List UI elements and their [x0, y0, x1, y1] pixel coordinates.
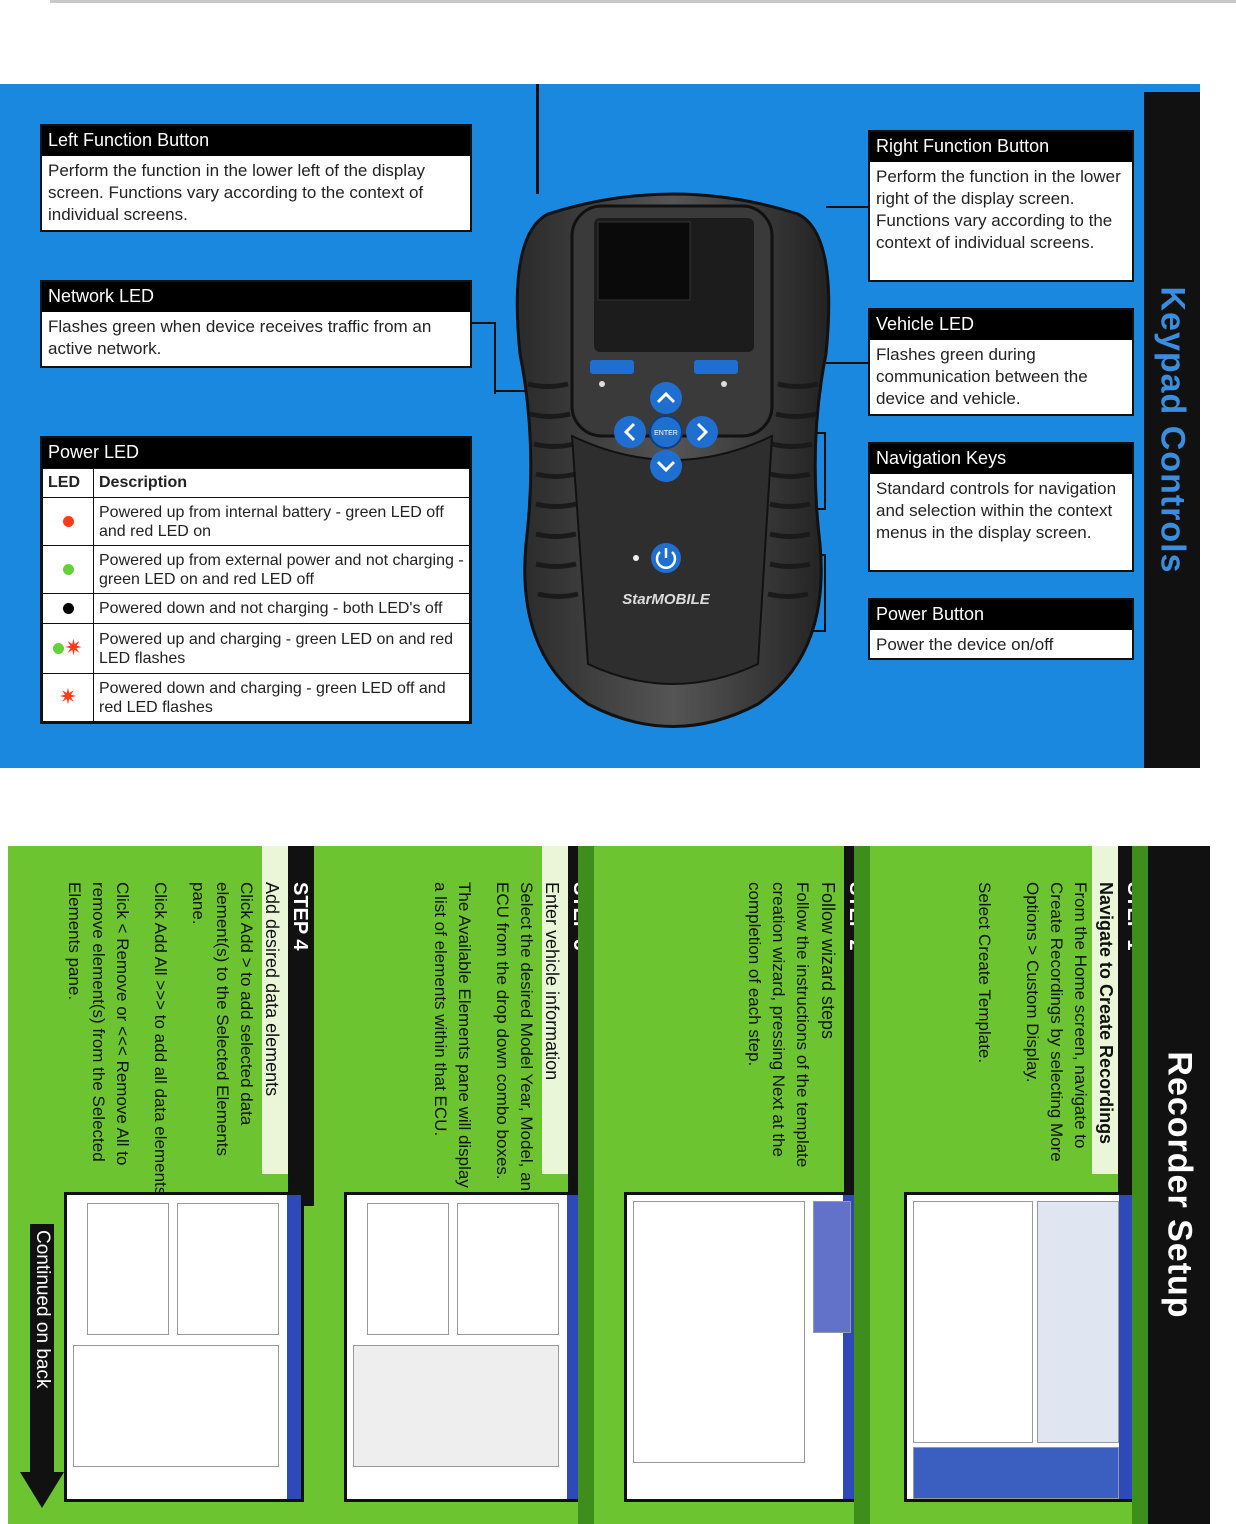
step-1-screenshot: [904, 1192, 1136, 1502]
left-function-button: [590, 360, 634, 374]
vehicle-led-callout: Vehicle LED Flashes green during communi…: [868, 308, 1134, 416]
table-row: ✷ Powered down and charging - green LED …: [42, 673, 470, 722]
power-led-table: LED Description Powered up from internal…: [42, 468, 470, 722]
up-key: [650, 382, 682, 414]
table-row: Powered up from internal battery - green…: [42, 497, 470, 546]
top-rule: [50, 0, 1236, 3]
network-led-title: Network LED: [42, 282, 470, 312]
step-2-column: STEP 2 Follow wizard steps Follow the in…: [594, 846, 870, 1524]
led-desc: Powered down and charging - green LED of…: [93, 673, 470, 722]
description-column-header: Description: [93, 468, 470, 498]
vehicle-led-connector: [826, 362, 868, 364]
continued-on-back-text: Continued on back: [32, 1230, 53, 1389]
step-1-text-block: STEP 1 Navigate to Create Recordings Fro…: [972, 882, 1148, 1202]
keypad-controls-panel: Keypad Controls Left Function Button Per…: [0, 84, 1200, 768]
network-led: [599, 381, 605, 387]
antenna-line: [536, 84, 539, 194]
led-desc: Powered down and not charging - both LED…: [93, 593, 470, 624]
network-led-callout: Network LED Flashes green when device re…: [40, 280, 472, 368]
left-function-text: Perform the function in the lower left o…: [48, 161, 426, 224]
right-key: [686, 416, 718, 448]
network-led-text: Flashes green when device receives traff…: [48, 317, 432, 358]
step-2-heading: Follow wizard steps: [818, 882, 838, 1040]
starmobile-device: ENTER StarMOBILE: [515, 192, 831, 728]
enter-key-label: ENTER: [654, 430, 678, 437]
step-2-text-block: STEP 2 Follow wizard steps Follow the in…: [742, 882, 870, 1202]
right-function-callout: Right Function Button Perform the functi…: [868, 130, 1134, 282]
power-led-header-row: LED Description: [42, 468, 470, 498]
step-4-label: STEP 4: [289, 882, 311, 951]
recorder-side-title: Recorder Setup: [1160, 1051, 1199, 1319]
green-led-icon: [53, 642, 65, 654]
flashing-red-led-icon: ✷: [58, 684, 78, 710]
step-3-heading: Enter vehicle information: [542, 882, 562, 1081]
step-3-text: Select the desired Model Year, Model, an…: [493, 882, 536, 1201]
table-row: Powered up from external power and not c…: [42, 545, 470, 594]
continued-on-back-bar: Continued on back: [30, 1224, 54, 1482]
flashing-red-led-icon: ✷: [64, 635, 83, 661]
power-button-title: Power Button: [870, 600, 1132, 630]
step-3-text-block: STEP 3 Enter vehicle information Select …: [428, 882, 594, 1202]
led-desc: Powered up and charging - green LED on a…: [93, 623, 470, 674]
led-column-header: LED: [42, 468, 94, 498]
led-desc: Powered up from internal battery - green…: [93, 497, 470, 546]
red-led-icon: [62, 515, 74, 527]
keypad-side-title: Keypad Controls: [1153, 286, 1192, 574]
step-4-text-block: STEP 4 Add desired data elements Click A…: [62, 882, 314, 1202]
step-2-text: Follow the instructions of the template …: [745, 882, 812, 1168]
enter-key: [649, 415, 683, 449]
left-function-title: Left Function Button: [42, 126, 470, 156]
step-3-screenshot: [344, 1192, 584, 1502]
vehicle-led-text: Flashes green during communication betwe…: [876, 345, 1088, 408]
step-4-text-2: Click Add All >>> to add all data elemen…: [151, 882, 170, 1201]
step-4-heading: Add desired data elements: [262, 882, 282, 1097]
power-led: [633, 555, 639, 561]
navigation-keys-title: Navigation Keys: [870, 444, 1132, 474]
power-led-title: Power LED: [42, 438, 470, 468]
power-button-callout: Power Button Power the device on/off: [868, 598, 1134, 660]
table-row: ✷ Powered up and charging - green LED on…: [42, 623, 470, 674]
display-screen: [597, 221, 691, 301]
right-function-title: Right Function Button: [870, 132, 1132, 162]
led-desc: Powered up from external power and not c…: [93, 545, 470, 594]
step-3-column: STEP 3 Enter vehicle information Select …: [318, 846, 594, 1524]
navigation-keys-callout: Navigation Keys Standard controls for na…: [868, 442, 1134, 572]
power-led-callout: Power LED LED Description Powered up fro…: [40, 436, 472, 724]
right-function-button: [694, 360, 738, 374]
right-function-connector: [826, 206, 868, 208]
arrow-down-icon: [20, 1472, 64, 1508]
step-4-text: Click Add > to add selected data element…: [189, 882, 256, 1157]
device-brand: StarMOBILE: [622, 591, 711, 608]
step-2-screenshot: [624, 1192, 860, 1502]
step-4-screenshot: [64, 1192, 304, 1502]
step-1-text-2: Select Create Template.: [975, 882, 994, 1064]
left-function-callout: Left Function Button Perform the functio…: [40, 124, 472, 232]
vehicle-led: [721, 381, 727, 387]
green-led-icon: [62, 563, 74, 575]
step-1-column: STEP 1 Navigate to Create Recordings Fro…: [870, 846, 1148, 1524]
recorder-setup-panel: Recorder Setup STEP 1 Navigate to Create…: [8, 846, 1210, 1524]
table-row: Powered down and not charging - both LED…: [42, 593, 470, 624]
step-1-heading: Navigate to Create Recordings: [1096, 882, 1116, 1145]
step-3-text-2: The Available Elements pane will display…: [431, 882, 474, 1188]
right-function-text: Perform the function in the lower right …: [876, 167, 1121, 252]
network-led-connector: [472, 322, 496, 394]
step-4-text-3: Click < Remove or <<< Remove All to remo…: [65, 882, 132, 1166]
recorder-side-bar: Recorder Setup: [1148, 846, 1210, 1524]
vehicle-led-title: Vehicle LED: [870, 310, 1132, 340]
down-key: [650, 450, 682, 482]
navigation-keys-text: Standard controls for navigation and sel…: [876, 479, 1117, 542]
step-1-text: From the Home screen, navigate to Create…: [1023, 882, 1090, 1162]
keypad-side-bar: Keypad Controls: [1144, 92, 1200, 768]
step-4-column: STEP 4 Add desired data elements Click A…: [8, 846, 318, 1524]
power-button-text: Power the device on/off: [876, 635, 1054, 654]
off-led-icon: [62, 602, 74, 614]
left-key: [614, 416, 646, 448]
